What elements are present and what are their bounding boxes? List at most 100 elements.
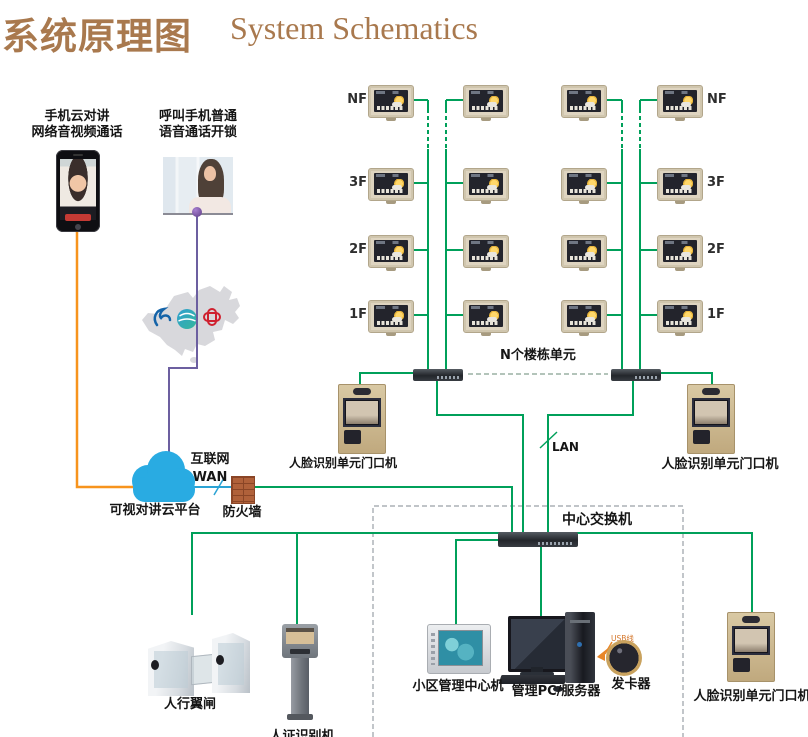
cable-firewall-to-core: [253, 486, 513, 532]
indoor-monitor: [561, 235, 607, 268]
china-mobile-icon: [177, 309, 197, 329]
pc-mouse: [553, 686, 563, 692]
indoor-monitor: [657, 85, 703, 118]
door-keypad: [733, 658, 750, 672]
card-issuer-label: 发卡器: [611, 677, 651, 692]
china-map: [136, 282, 242, 366]
wan-slash: [213, 477, 225, 496]
cable-unit-switch-to-doors: [359, 372, 713, 386]
console-screen: [438, 630, 483, 666]
pillar-label: 人证识别机: [269, 729, 335, 737]
gate-label: 人行翼闸: [163, 697, 216, 712]
indoor-monitor: [561, 85, 607, 118]
indoor-monitor: [368, 168, 414, 201]
floor-label: 1F: [349, 307, 367, 322]
door-station: [338, 384, 386, 454]
lan-slash: [539, 431, 558, 449]
indoor-monitor: [463, 168, 509, 201]
gate-reader-left: [151, 660, 159, 670]
pc-monitor-base: [520, 672, 554, 676]
indoor-monitor: [368, 235, 414, 268]
page-title-en: System Schematics: [230, 10, 478, 46]
indoor-monitor: [657, 300, 703, 333]
core-switch-label: 中心交换机: [562, 512, 632, 528]
door-camera: [353, 388, 371, 395]
door-keypad: [344, 430, 361, 444]
lan-label: LAN: [552, 440, 579, 454]
door-station-bottom-label: 人脸识别单元门口机: [693, 689, 808, 704]
pillar-reader-base: [287, 714, 313, 720]
china-unicom-icon: [203, 308, 221, 326]
floor-label: 3F: [707, 175, 725, 190]
indoor-monitor: [463, 235, 509, 268]
sip-node-dot: [192, 207, 202, 217]
units-label: N个楼栋单元: [500, 348, 576, 363]
floor-label: NF: [707, 92, 727, 107]
cable-lan-downlinks: [436, 381, 634, 532]
management-console: [427, 624, 491, 674]
cable-building-left-dashed: [427, 109, 447, 149]
page-title-zh: 系统原理图: [2, 15, 192, 58]
pc-label: 管理PC/服务器: [511, 684, 601, 699]
smartphone-video-call-screen: [60, 159, 96, 220]
gate-wing: [191, 653, 215, 686]
door-camera: [742, 616, 760, 623]
phone-app-caption: 手机云对讲 网络音视频通话: [31, 109, 123, 141]
firewall-icon: [231, 476, 255, 504]
unit-switch-left: [413, 369, 463, 381]
floor-label: 3F: [349, 175, 367, 190]
voice-call-caption: 呼叫手机普通 语音通话开锁: [158, 109, 237, 141]
indoor-monitor: [368, 85, 414, 118]
cable-phone-orange: [75, 230, 150, 489]
cable-call-purple: [168, 214, 198, 455]
console-label: 小区管理中心机: [412, 679, 504, 694]
card-issuer: [606, 640, 642, 676]
door-keypad: [693, 430, 710, 444]
indoor-monitor: [368, 300, 414, 333]
door-screen: [343, 398, 381, 427]
pc-monitor: [508, 616, 572, 672]
pc-monitor-stand: [531, 667, 543, 672]
smartphone-icon: [56, 150, 100, 232]
cloud-platform-label: 可视对讲云平台: [109, 503, 201, 518]
indoor-monitor: [657, 168, 703, 201]
indoor-monitor: [463, 85, 509, 118]
internet-label: 互联网: [190, 452, 230, 467]
pillar-reader-head: [282, 624, 318, 658]
door-station: [687, 384, 735, 454]
door-camera: [702, 388, 720, 395]
floor-label: 1F: [707, 307, 725, 322]
gate-reader-right: [216, 655, 224, 665]
operator-face: [204, 166, 216, 181]
indoor-monitor: [463, 300, 509, 333]
unit-switch-right: [611, 369, 661, 381]
firewall-label: 防火墙: [222, 505, 262, 520]
cable-core-bus: [191, 532, 753, 627]
cable-building-right-dashed: [621, 109, 641, 149]
cable-building-right: [605, 99, 657, 369]
cloud-icon: [132, 451, 195, 502]
pillar-reader-pole: [291, 658, 309, 716]
operator-photo: [163, 157, 233, 215]
door-station-right-label: 人脸识别单元门口机: [661, 457, 779, 472]
door-screen: [692, 398, 730, 427]
server-tower: [565, 612, 595, 683]
indoor-monitor: [561, 168, 607, 201]
door-station-left-label: 人脸识别单元门口机: [288, 456, 397, 470]
cable-building-left: [412, 99, 463, 369]
floor-label: 2F: [349, 242, 367, 257]
usb-cable-label: USB线: [611, 633, 634, 643]
china-telecom-icon: [153, 307, 172, 327]
core-switch: [498, 532, 578, 547]
management-dashed-box: [372, 505, 684, 737]
door-station: [727, 612, 775, 682]
smartphone-call-bar: [64, 213, 92, 221]
floor-label: NF: [347, 92, 367, 107]
wan-label: WAN: [192, 470, 228, 485]
door-screen: [732, 626, 770, 655]
indoor-monitor: [657, 235, 703, 268]
pedestrian-gate: [146, 624, 252, 696]
usb-arrowhead: [597, 652, 605, 661]
